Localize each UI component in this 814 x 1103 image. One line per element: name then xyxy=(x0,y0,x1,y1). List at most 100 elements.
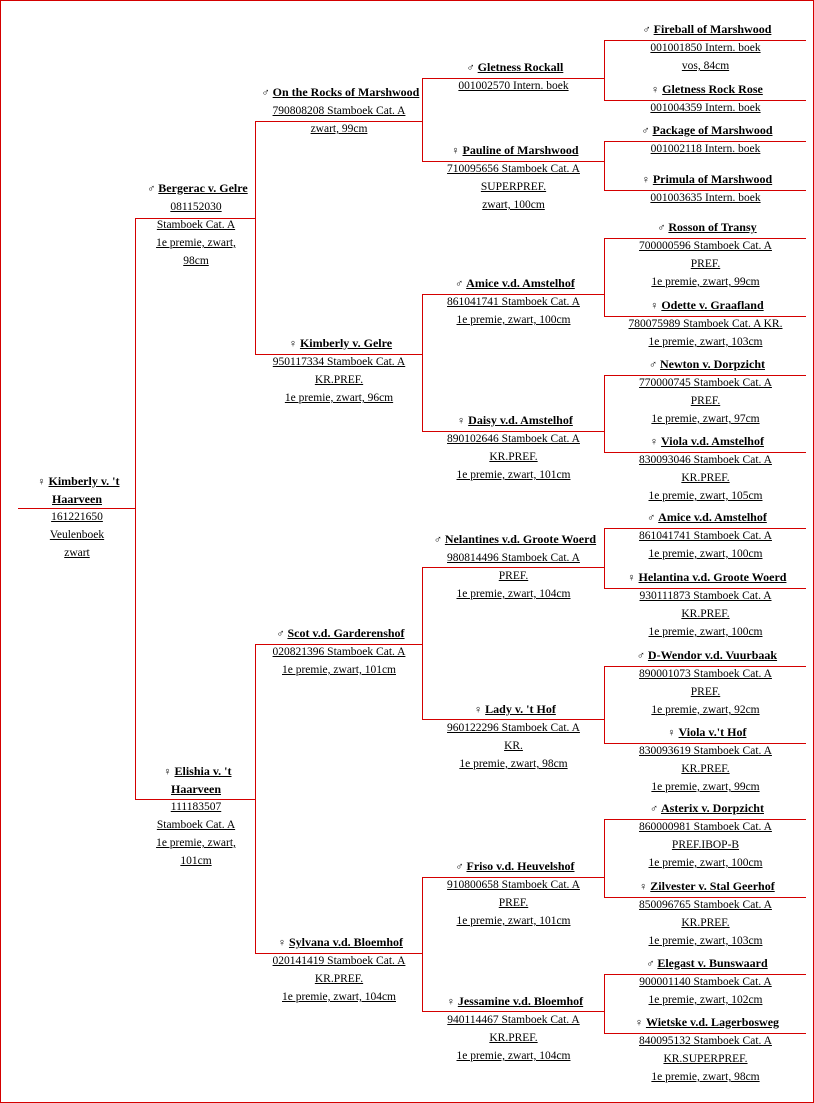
ancestor-node[interactable]: ♂Package of Marshwood 001002118 Intern. … xyxy=(605,122,806,158)
horse-info: 001002118 Intern. boek xyxy=(650,143,761,155)
horse-name-link[interactable]: ♂Amice v.d. Amstelhof xyxy=(605,509,806,527)
horse-name-link[interactable]: ♀Primula of Marshwood xyxy=(605,171,806,189)
ancestor-node[interactable]: ♀Helantina v.d. Groote Woerd 930111873 S… xyxy=(605,569,806,641)
male-icon: ♂ xyxy=(466,62,475,74)
male-icon: ♂ xyxy=(646,958,655,970)
horse-name-link[interactable]: ♂Scot v.d. Garderenshof xyxy=(256,625,422,643)
horse-name-link[interactable]: ♂Asterix v. Dorpzicht xyxy=(605,800,806,818)
horse-info: 001003635 Intern. boek xyxy=(650,192,761,204)
horse-name-link[interactable]: ♀Lady v. 't Hof xyxy=(423,701,604,719)
ancestor-node[interactable]: ♀Viola v.d. Amstelhof 830093046 Stamboek… xyxy=(605,433,806,505)
male-icon: ♂ xyxy=(642,24,651,36)
horse-name-link[interactable]: ♀Helantina v.d. Groote Woerd xyxy=(605,569,806,587)
horse-name-link[interactable]: ♂Rosson of Transy xyxy=(605,219,806,237)
male-icon: ♂ xyxy=(647,512,656,524)
female-icon: ♀ xyxy=(474,704,483,716)
horse-name-link[interactable]: ♀Sylvana v.d. Bloemhof xyxy=(256,934,422,952)
ancestor-node[interactable]: ♀Odette v. Graafland 780075989 Stamboek … xyxy=(605,297,806,351)
ancestor-node[interactable]: ♂Asterix v. Dorpzicht 860000981 Stamboek… xyxy=(605,800,806,872)
female-icon: ♀ xyxy=(37,476,46,488)
great-grandparent-node[interactable]: ♀Jessamine v.d. Bloemhof 940114467 Stamb… xyxy=(423,993,604,1065)
horse-name-link[interactable]: ♂Package of Marshwood xyxy=(605,122,806,140)
grandparent-node[interactable]: ♀Sylvana v.d. Bloemhof 020141419 Stamboe… xyxy=(256,934,422,1006)
ancestor-node[interactable]: ♂D-Wendor v.d. Vuurbaak 890001073 Stambo… xyxy=(605,647,806,719)
grandparent-node[interactable]: ♀Kimberly v. Gelre 950117334 Stamboek Ca… xyxy=(256,335,422,407)
male-icon: ♂ xyxy=(641,125,650,137)
great-grandparent-node[interactable]: ♂Gletness Rockall 001002570 Intern. boek xyxy=(423,59,604,95)
great-grandparent-node[interactable]: ♀Daisy v.d. Amstelhof 890102646 Stamboek… xyxy=(423,412,604,484)
male-icon: ♂ xyxy=(455,861,464,873)
male-icon: ♂ xyxy=(433,534,442,546)
horse-info: 780075989 Stamboek Cat. A KR.1e premie, … xyxy=(628,318,783,348)
ancestor-node[interactable]: ♂Amice v.d. Amstelhof 861041741 Stamboek… xyxy=(605,509,806,563)
ancestor-node[interactable]: ♀Primula of Marshwood 001003635 Intern. … xyxy=(605,171,806,207)
ancestor-node[interactable]: ♀Wietske v.d. Lagerbosweg 840095132 Stam… xyxy=(605,1014,806,1086)
horse-name-link[interactable]: ♀Daisy v.d. Amstelhof xyxy=(423,412,604,430)
horse-name-link[interactable]: ♀Jessamine v.d. Bloemhof xyxy=(423,993,604,1011)
horse-name-link[interactable]: ♂D-Wendor v.d. Vuurbaak xyxy=(605,647,806,665)
horse-name-link[interactable]: ♂Elegast v. Bunswaard xyxy=(605,955,806,973)
horse-name-link[interactable]: ♂On the Rocks of Marshwood xyxy=(256,84,422,102)
female-icon: ♀ xyxy=(163,766,172,778)
horse-name-link[interactable]: ♂Gletness Rockall xyxy=(423,59,604,77)
female-icon: ♀ xyxy=(627,572,636,584)
female-icon: ♀ xyxy=(667,727,676,739)
grandparent-node[interactable]: ♂Scot v.d. Garderenshof 020821396 Stambo… xyxy=(256,625,422,679)
ancestor-node[interactable]: ♂Fireball of Marshwood 001001850 Intern.… xyxy=(605,21,806,75)
great-grandparent-node[interactable]: ♂Amice v.d. Amstelhof 861041741 Stamboek… xyxy=(423,275,604,329)
female-icon: ♀ xyxy=(634,1017,644,1029)
great-grandparent-node[interactable]: ♀Lady v. 't Hof 960122296 Stamboek Cat. … xyxy=(423,701,604,773)
ancestor-node[interactable]: ♂Elegast v. Bunswaard 900001140 Stamboek… xyxy=(605,955,806,1009)
horse-name-link[interactable]: ♀Zilvester v. Stal Geerhof xyxy=(605,878,806,896)
great-grandparent-node[interactable]: ♂Nelantines v.d. Groote Woerd 980814496 … xyxy=(423,531,604,603)
ancestor-node[interactable]: ♀Zilvester v. Stal Geerhof 850096765 Sta… xyxy=(605,878,806,950)
horse-name-link[interactable]: ♀Kimberly v. Gelre xyxy=(256,335,422,353)
horse-name-link[interactable]: ♀Viola v.d. Amstelhof xyxy=(605,433,806,451)
ancestor-node[interactable]: ♂Rosson of Transy 700000596 Stamboek Cat… xyxy=(605,219,806,291)
horse-name-link[interactable]: ♀Odette v. Graafland xyxy=(605,297,806,315)
horse-name-link[interactable]: ♂Bergerac v. Gelre xyxy=(138,180,254,198)
grandparent-node[interactable]: ♂On the Rocks of Marshwood 790808208 Sta… xyxy=(256,84,422,138)
ancestor-node[interactable]: ♂Newton v. Dorpzicht 770000745 Stamboek … xyxy=(605,356,806,428)
horse-name-link[interactable]: ♂Amice v.d. Amstelhof xyxy=(423,275,604,293)
horse-name-link[interactable]: ♀Kimberly v. 't Haarveen xyxy=(18,473,136,508)
horse-name-link[interactable]: ♂Newton v. Dorpzicht xyxy=(605,356,806,374)
female-icon: ♀ xyxy=(651,84,660,96)
horse-name-link[interactable]: ♂Fireball of Marshwood xyxy=(605,21,806,39)
horse-name-link[interactable]: ♀Pauline of Marshwood xyxy=(423,142,604,160)
male-icon: ♂ xyxy=(657,222,666,234)
female-icon: ♀ xyxy=(277,937,287,949)
horse-name-link[interactable]: ♀Elishia v. 't Haarveen xyxy=(138,763,254,798)
horse-name-link[interactable]: ♂Nelantines v.d. Groote Woerd xyxy=(423,531,604,549)
horse-name-link[interactable]: ♂Friso v.d. Heuvelshof xyxy=(423,858,604,876)
horse-name-link[interactable]: ♀Wietske v.d. Lagerbosweg xyxy=(605,1014,806,1032)
horse-name-link[interactable]: ♀Gletness Rock Rose xyxy=(605,81,806,99)
ancestor-node[interactable]: ♀Viola v.'t Hof 830093619 Stamboek Cat. … xyxy=(605,724,806,796)
great-grandparent-node[interactable]: ♀Pauline of Marshwood 710095656 Stamboek… xyxy=(423,142,604,214)
female-icon: ♀ xyxy=(446,996,455,1008)
horse-name-link[interactable]: ♀Viola v.'t Hof xyxy=(605,724,806,742)
great-grandparent-node[interactable]: ♂Friso v.d. Heuvelshof 910800658 Stamboe… xyxy=(423,858,604,930)
ancestor-node[interactable]: ♀Gletness Rock Rose 001004359 Intern. bo… xyxy=(605,81,806,117)
